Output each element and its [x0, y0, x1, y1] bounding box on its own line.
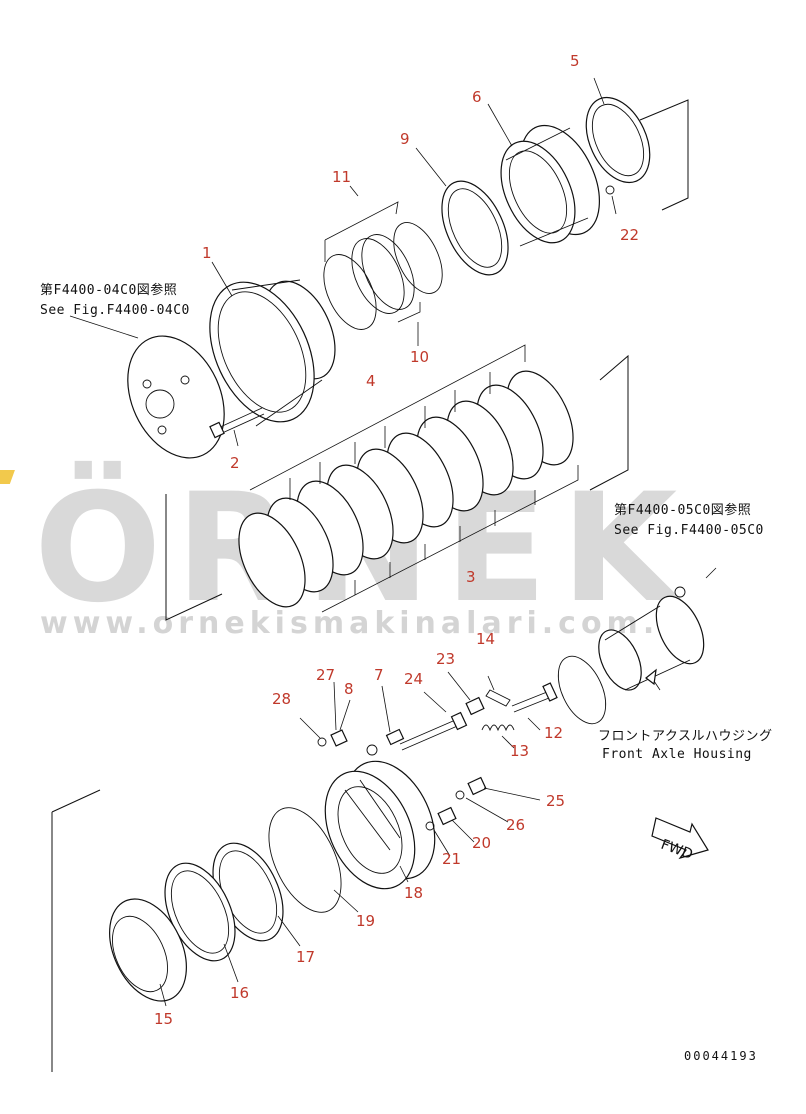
ref-right-en: See Fig.F4400-05C0 — [614, 523, 764, 538]
ref-top-en: See Fig.F4400-04C0 — [40, 303, 190, 318]
ref-top-jp: 第F4400-04C0図参照 — [40, 282, 177, 298]
label-part-21: 21 — [442, 850, 461, 868]
ring-5 — [585, 96, 651, 184]
label-part-19: 19 — [356, 912, 375, 930]
label-part-13: 13 — [510, 742, 529, 760]
label-part-8: 8 — [344, 680, 354, 698]
label-part-14: 14 — [476, 630, 495, 648]
label-part-1: 1 — [202, 244, 212, 262]
ref-housing-en: Front Axle Housing — [602, 747, 752, 762]
label-part-20: 20 — [472, 834, 491, 852]
label-part-16: 16 — [230, 984, 249, 1002]
ring-19 — [268, 807, 342, 913]
watermark-url: www.ornekismakinalari.com.tr — [40, 606, 698, 641]
axle-housing — [598, 586, 705, 691]
spring-13 — [481, 724, 515, 732]
plug-20-21 — [425, 806, 457, 831]
label-part-4: 4 — [366, 372, 376, 390]
label-part-9: 9 — [400, 130, 410, 148]
part-labels: 5 6 9 11 22 1 10 4 2 3 14 23 27 7 8 24 2… — [154, 52, 639, 1028]
bolt-2 — [209, 407, 265, 439]
label-part-3: 3 — [466, 568, 476, 586]
carrier-6 — [500, 124, 600, 247]
ring-9 — [441, 180, 509, 276]
label-part-25: 25 — [546, 792, 565, 810]
leaders — [159, 77, 717, 1007]
hub-18 — [324, 760, 436, 890]
label-part-6: 6 — [472, 88, 482, 106]
plug-27 — [330, 729, 348, 747]
label-part-7: 7 — [374, 666, 384, 684]
label-part-27: 27 — [316, 666, 335, 684]
label-part-17: 17 — [296, 948, 315, 966]
cover-15 — [109, 898, 187, 1002]
label-part-26: 26 — [506, 816, 525, 834]
housing-1 — [209, 279, 336, 427]
reference-texts: 第F4400-04C0図参照 See Fig.F4400-04C0 第F4400… — [40, 282, 772, 762]
pin-14 — [485, 689, 511, 707]
label-part-28: 28 — [272, 690, 291, 708]
rod-24 — [399, 711, 468, 751]
disc-pack-3-4 — [238, 370, 574, 608]
label-part-11: 11 — [332, 168, 351, 186]
label-part-24: 24 — [404, 670, 423, 688]
fwd-arrow: FWD — [651, 817, 709, 863]
label-part-2: 2 — [230, 454, 240, 472]
label-part-22: 22 — [620, 226, 639, 244]
flange-plate — [127, 335, 225, 459]
label-part-15: 15 — [154, 1010, 173, 1028]
watermark-accent-right — [0, 470, 15, 484]
o-ring — [557, 655, 607, 725]
drawing-code: 00044193 — [684, 1049, 758, 1063]
rings-10-11 — [323, 222, 443, 330]
ref-housing-jp: フロントアクスルハウジング — [598, 729, 772, 744]
label-part-18: 18 — [404, 884, 423, 902]
ref-right-jp: 第F4400-05C0図参照 — [614, 502, 751, 518]
bolt-7 — [385, 728, 405, 746]
label-part-12: 12 — [544, 724, 563, 742]
bolt-12 — [511, 682, 558, 713]
nut-23 — [465, 696, 485, 716]
label-part-5: 5 — [570, 52, 580, 70]
plug-25-26 — [455, 776, 487, 800]
label-part-10: 10 — [410, 348, 429, 366]
label-part-23: 23 — [436, 650, 455, 668]
